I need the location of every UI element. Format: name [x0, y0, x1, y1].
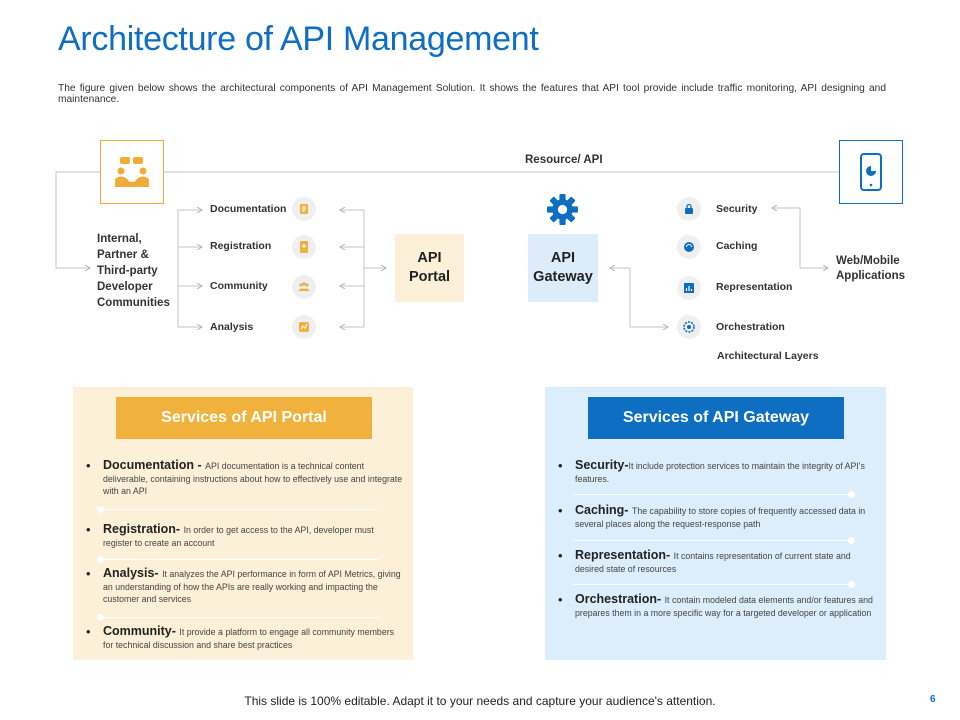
- web-mobile-applications-label: Web/Mobile Applications: [836, 255, 906, 282]
- portal-service-item: • Analysis- It analyzes the API performa…: [86, 566, 401, 604]
- community-icon: [292, 275, 316, 299]
- separator: [97, 614, 379, 621]
- bullet: •: [558, 458, 563, 473]
- page-number: 6: [930, 694, 936, 705]
- separator: [573, 581, 855, 588]
- api-portal-box: API Portal: [395, 234, 464, 302]
- page-title: Architecture of API Management: [58, 20, 539, 58]
- resource-api-label: Resource/ API: [525, 154, 603, 166]
- gateway-service-item: • Orchestration- It contain modeled data…: [558, 592, 873, 618]
- separator: [97, 556, 379, 563]
- people-discussion-icon: [115, 157, 149, 187]
- feature-orchestration: Orchestration: [716, 321, 785, 333]
- portal-service-item: • Documentation - API documentation is a…: [86, 458, 403, 496]
- representation-chart-icon: [677, 276, 701, 300]
- orchestration-cog-icon: [677, 315, 701, 339]
- bullet: •: [558, 592, 563, 607]
- bullet: •: [86, 458, 91, 473]
- portal-service-item: • Community- It provide a platform to en…: [86, 624, 395, 650]
- feature-caching: Caching: [716, 240, 758, 252]
- feature-security: Security: [716, 203, 758, 215]
- portal-services-heading: Services of API Portal: [116, 397, 372, 439]
- api-gateway-box: API Gateway: [528, 234, 598, 302]
- gateway-service-item: • Security-It include protection service…: [558, 458, 865, 484]
- footer-note: This slide is 100% editable. Adapt it to…: [244, 694, 716, 708]
- documentation-icon: [292, 197, 316, 221]
- architectural-layers-label: Architectural Layers: [717, 350, 819, 362]
- gateway-services-heading: Services of API Gateway: [588, 397, 844, 439]
- mobile-phone-icon: [860, 153, 882, 191]
- bullet: •: [558, 548, 563, 563]
- gateway-service-item: • Caching- The capability to store copie…: [558, 503, 866, 529]
- separator: [573, 491, 855, 498]
- analysis-icon: [292, 315, 316, 339]
- developer-communities-label: Internal, Partner & Third-party Develope…: [97, 233, 170, 309]
- security-lock-icon: [677, 197, 701, 221]
- portal-services-panel: Services of API Portal • Documentation -…: [73, 387, 413, 660]
- bullet: •: [558, 503, 563, 518]
- developer-communities-icon-box: [100, 140, 164, 204]
- feature-registration: Registration: [210, 240, 272, 252]
- separator: [97, 506, 379, 513]
- gear-icon: [547, 194, 578, 225]
- registration-icon: [292, 235, 316, 259]
- feature-community: Community: [210, 280, 268, 292]
- page-subtitle: The figure given below shows the archite…: [58, 83, 886, 105]
- caching-refresh-icon: [677, 235, 701, 259]
- feature-documentation: Documentation: [210, 203, 287, 215]
- bullet: •: [86, 624, 91, 639]
- gateway-service-item: • Representation- It contains representa…: [558, 548, 851, 574]
- bullet: •: [86, 566, 91, 581]
- gateway-services-panel: Services of API Gateway • Security-It in…: [545, 387, 886, 660]
- bullet: •: [86, 522, 91, 537]
- separator: [573, 537, 855, 544]
- feature-representation: Representation: [716, 281, 793, 293]
- portal-service-item: • Registration- In order to get access t…: [86, 522, 374, 548]
- web-mobile-icon-box: [839, 140, 903, 204]
- feature-analysis: Analysis: [210, 321, 254, 333]
